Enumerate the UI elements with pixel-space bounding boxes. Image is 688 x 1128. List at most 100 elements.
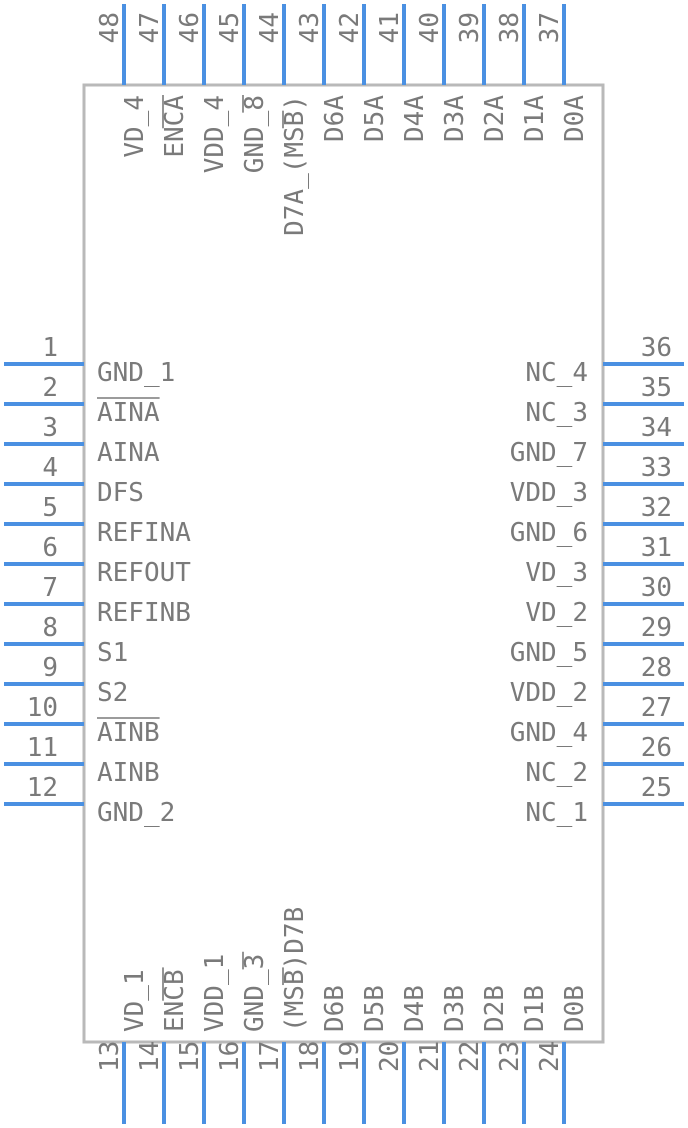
- pin-number: 24: [535, 1041, 565, 1072]
- pin-label: NC_1: [525, 798, 588, 828]
- pin-label: D2B: [480, 985, 510, 1032]
- pin-label: REFINA: [97, 518, 191, 548]
- pin-number: 40: [415, 12, 445, 43]
- pin-number: 14: [135, 1041, 165, 1072]
- pin-label: D7A_(MSB): [280, 95, 310, 236]
- pin-number: 41: [375, 12, 405, 43]
- pin-label: ENCA: [160, 95, 190, 158]
- pin-number: 38: [495, 12, 525, 43]
- pin-number: 48: [95, 12, 125, 43]
- pin-number: 39: [455, 12, 485, 43]
- pin-label: GND_6: [510, 518, 588, 548]
- pin-label: D3B: [440, 985, 470, 1032]
- pin-label: GND_3: [240, 954, 270, 1032]
- pin-label: GND_2: [97, 798, 175, 828]
- pin-label: GND_8: [240, 95, 270, 173]
- pin-number: 28: [641, 653, 672, 683]
- pin-label: NC_4: [525, 358, 588, 388]
- pin-number: 32: [641, 493, 672, 523]
- pin-number: 20: [375, 1041, 405, 1072]
- pin-number: 44: [255, 12, 285, 43]
- pin-number: 18: [295, 1041, 325, 1072]
- pin-label: D0A: [560, 95, 590, 142]
- pin-label: AINB: [97, 758, 160, 788]
- pin-number: 26: [641, 733, 672, 763]
- pin-label: D6B: [320, 985, 350, 1032]
- pin-label: GND_4: [510, 718, 588, 748]
- pin-label: VD_3: [525, 558, 588, 588]
- pin-label: D3A: [440, 95, 470, 142]
- pin-label: S1: [97, 638, 128, 668]
- pin-number: 31: [641, 533, 672, 563]
- pin-label: VD_2: [525, 598, 588, 628]
- pin-label: S2: [97, 678, 128, 708]
- pin-label: AINA: [97, 398, 160, 428]
- pin-label: VDD_2: [510, 678, 588, 708]
- pin-label: D4B: [400, 985, 430, 1032]
- pin-number: 33: [641, 453, 672, 483]
- pin-number: 17: [255, 1041, 285, 1072]
- pin-number: 9: [42, 653, 58, 683]
- pin-label: D4A: [400, 95, 430, 142]
- pin-number: 3: [42, 413, 58, 443]
- pin-number: 37: [535, 12, 565, 43]
- pin-number: 47: [135, 12, 165, 43]
- pin-label: VDD_1: [200, 954, 230, 1032]
- pin-number: 10: [27, 693, 58, 723]
- pin-label: GND_1: [97, 358, 175, 388]
- pin-number: 30: [641, 573, 672, 603]
- pin-label: REFOUT: [97, 558, 191, 588]
- pin-number: 13: [95, 1041, 125, 1072]
- pin-label: ENCB: [160, 969, 190, 1032]
- pin-label: D1A: [520, 95, 550, 142]
- pin-number: 46: [175, 12, 205, 43]
- pin-label: VDD_3: [510, 478, 588, 508]
- pin-number: 11: [27, 733, 58, 763]
- pin-number: 6: [42, 533, 58, 563]
- pin-label: VDD_4: [200, 95, 230, 173]
- pin-label: D6A: [320, 95, 350, 142]
- pin-label: AINB: [97, 718, 160, 748]
- pin-label: VD_1: [120, 969, 150, 1032]
- pin-number: 43: [295, 12, 325, 43]
- pin-number: 7: [42, 573, 58, 603]
- pin-number: 25: [641, 773, 672, 803]
- pin-label: VD_4: [120, 95, 150, 158]
- pin-number: 23: [495, 1041, 525, 1072]
- pin-number: 1: [42, 333, 58, 363]
- pin-label: D5A: [360, 95, 390, 142]
- pin-number: 36: [641, 333, 672, 363]
- pin-number: 21: [415, 1041, 445, 1072]
- pin-label: DFS: [97, 478, 144, 508]
- pin-label: D5B: [360, 985, 390, 1032]
- pin-number: 16: [215, 1041, 245, 1072]
- pin-number: 29: [641, 613, 672, 643]
- pins-layer: [4, 4, 684, 1124]
- pin-number: 8: [42, 613, 58, 643]
- labels-layer: 1GND_12AINA3AINA4DFS5REFINA6REFOUT7REFIN…: [27, 12, 672, 1072]
- pin-number: 22: [455, 1041, 485, 1072]
- pin-number: 4: [42, 453, 58, 483]
- pin-label: (MSB)D7B: [280, 907, 310, 1032]
- pin-number: 34: [641, 413, 672, 443]
- pin-number: 15: [175, 1041, 205, 1072]
- pin-number: 45: [215, 12, 245, 43]
- ic-body: [82, 83, 605, 1044]
- pin-label: GND_5: [510, 638, 588, 668]
- pin-number: 35: [641, 373, 672, 403]
- pin-label: D1B: [520, 985, 550, 1032]
- pin-number: 2: [42, 373, 58, 403]
- pin-label: AINA: [97, 438, 160, 468]
- pin-number: 12: [27, 773, 58, 803]
- pin-label: D2A: [480, 95, 510, 142]
- pin-number: 42: [335, 12, 365, 43]
- pin-label: REFINB: [97, 598, 191, 628]
- pin-number: 5: [42, 493, 58, 523]
- pin-number: 27: [641, 693, 672, 723]
- pin-label: NC_3: [525, 398, 588, 428]
- pin-number: 19: [335, 1041, 365, 1072]
- pin-label: GND_7: [510, 438, 588, 468]
- pin-label: NC_2: [525, 758, 588, 788]
- pin-label: D0B: [560, 985, 590, 1032]
